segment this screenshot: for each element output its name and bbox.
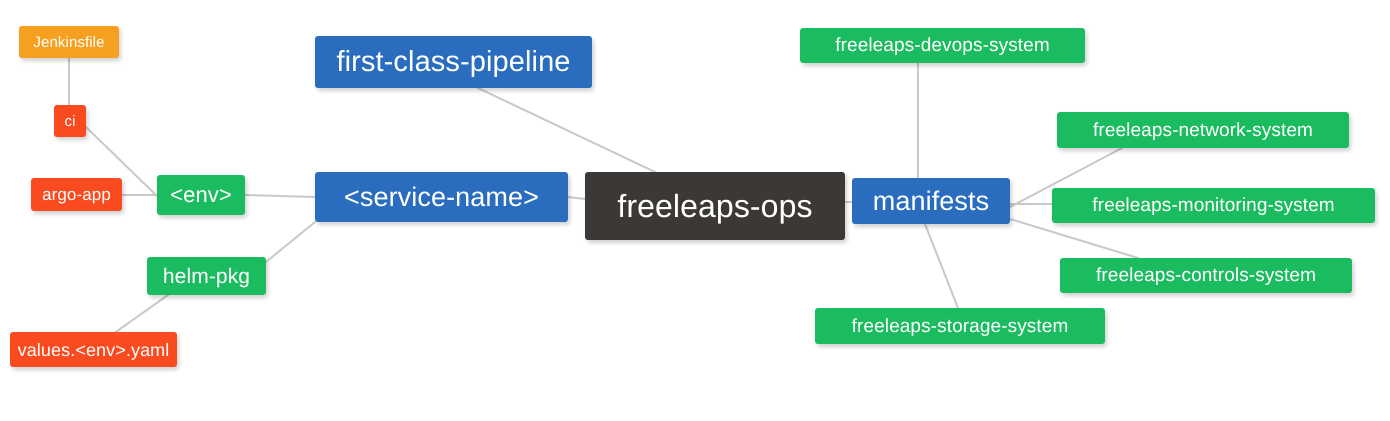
- node-freeleaps-controls-system[interactable]: freeleaps-controls-system: [1060, 258, 1352, 293]
- node-freeleaps-ops[interactable]: freeleaps-ops: [585, 172, 845, 240]
- edge-service-name-to-helm-pkg: [265, 221, 316, 263]
- node-label-env: <env>: [170, 182, 232, 207]
- node-label-argo-app: argo-app: [42, 185, 111, 204]
- node-env[interactable]: <env>: [157, 175, 245, 215]
- node-freeleaps-storage-system[interactable]: freeleaps-storage-system: [815, 308, 1105, 344]
- node-label-first-class-pipeline: first-class-pipeline: [336, 45, 571, 78]
- node-label-freeleaps-controls-system: freeleaps-controls-system: [1095, 265, 1317, 286]
- node-first-class-pipeline[interactable]: first-class-pipeline: [315, 36, 592, 88]
- node-label-freeleaps-network-system: freeleaps-network-system: [1093, 119, 1313, 141]
- node-label-ci: ci: [64, 112, 76, 130]
- node-freeleaps-monitoring-system[interactable]: freeleaps-monitoring-system: [1052, 188, 1375, 223]
- node-label-freeleaps-ops: freeleaps-ops: [617, 188, 813, 224]
- edge-manifests-to-freeleaps-controls-system: [1009, 218, 1139, 259]
- edge-env-to-service-name: [244, 194, 316, 198]
- edge-first-class-pipeline-to-freeleaps-ops: [477, 87, 656, 173]
- node-ci[interactable]: ci: [54, 105, 86, 137]
- node-helm-pkg[interactable]: helm-pkg: [147, 257, 266, 295]
- node-manifests[interactable]: manifests: [852, 178, 1010, 224]
- node-argo-app[interactable]: argo-app: [31, 178, 122, 211]
- node-label-freeleaps-monitoring-system: freeleaps-monitoring-system: [1092, 195, 1335, 216]
- edge-manifests-to-freeleaps-storage-system: [924, 223, 959, 309]
- node-label-helm-pkg: helm-pkg: [162, 264, 251, 288]
- edge-helm-pkg-to-values-yaml: [112, 294, 169, 335]
- node-service-name[interactable]: <service-name>: [315, 172, 568, 222]
- node-label-jenkinsfile: Jenkinsfile: [33, 33, 105, 51]
- node-label-values-yaml: values.<env>.yaml: [17, 339, 170, 360]
- node-label-service-name: <service-name>: [344, 181, 539, 212]
- node-values-yaml[interactable]: values.<env>.yaml: [10, 332, 177, 367]
- node-jenkinsfile[interactable]: Jenkinsfile: [19, 26, 119, 58]
- node-freeleaps-network-system[interactable]: freeleaps-network-system: [1057, 112, 1349, 148]
- edge-service-name-to-freeleaps-ops: [567, 196, 586, 200]
- node-label-freeleaps-storage-system: freeleaps-storage-system: [851, 315, 1069, 337]
- node-label-freeleaps-devops-system: freeleaps-devops-system: [835, 35, 1050, 56]
- node-label-manifests: manifests: [872, 185, 990, 216]
- node-freeleaps-devops-system[interactable]: freeleaps-devops-system: [800, 28, 1085, 63]
